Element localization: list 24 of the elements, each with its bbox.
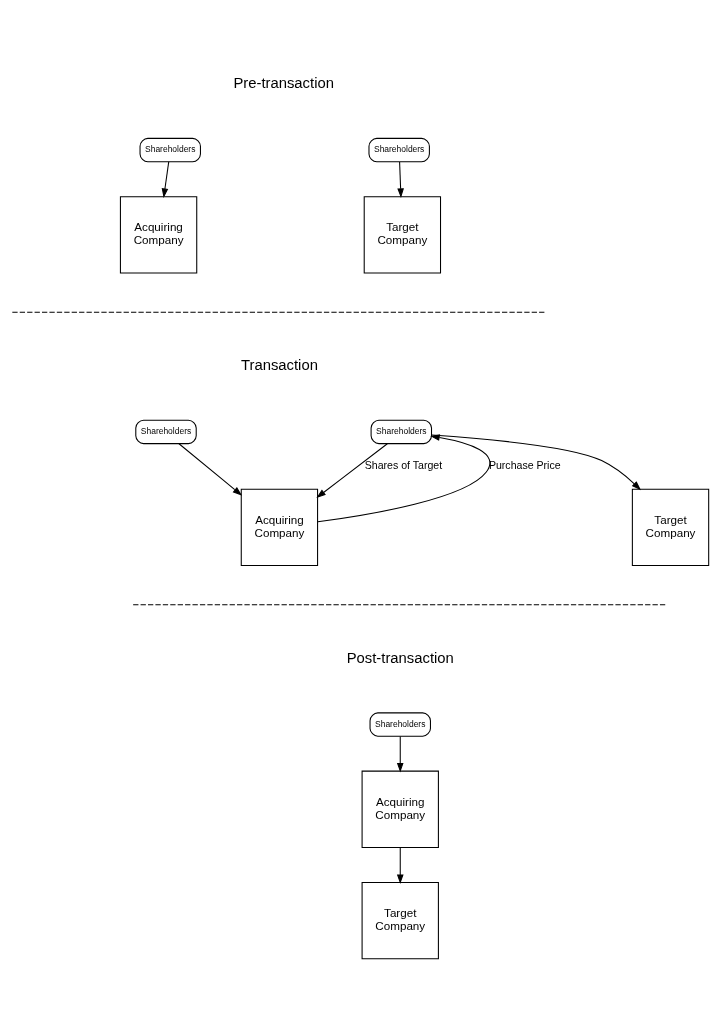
arrow [317, 434, 491, 523]
node-box: Target Company [631, 488, 710, 567]
arrow [161, 161, 170, 198]
edge-label: Shares of Target [364, 459, 443, 472]
arrow [397, 161, 404, 198]
label: Transaction [240, 357, 318, 374]
node-box: Shareholders [139, 137, 201, 163]
arrow [431, 434, 641, 491]
label: Pre-transaction [233, 75, 334, 92]
node-box: Acquiring Company [119, 196, 198, 274]
node-box: Target Company [361, 881, 439, 960]
node-box: Acquiring Company [361, 770, 439, 848]
label: Post-transaction [346, 649, 454, 666]
node-box: Acquiring Company [240, 488, 319, 567]
node-box: Shareholders [368, 137, 430, 163]
arrow [396, 847, 404, 885]
arrow [396, 735, 404, 773]
arrow [178, 443, 243, 496]
node-box: Shareholders [135, 419, 197, 445]
arrow [316, 443, 388, 499]
node-box: Target Company [363, 196, 442, 274]
node-box: Shareholders [369, 712, 431, 737]
edge-label: Purchase Price [488, 459, 561, 472]
node-box: Shareholders [370, 419, 433, 445]
